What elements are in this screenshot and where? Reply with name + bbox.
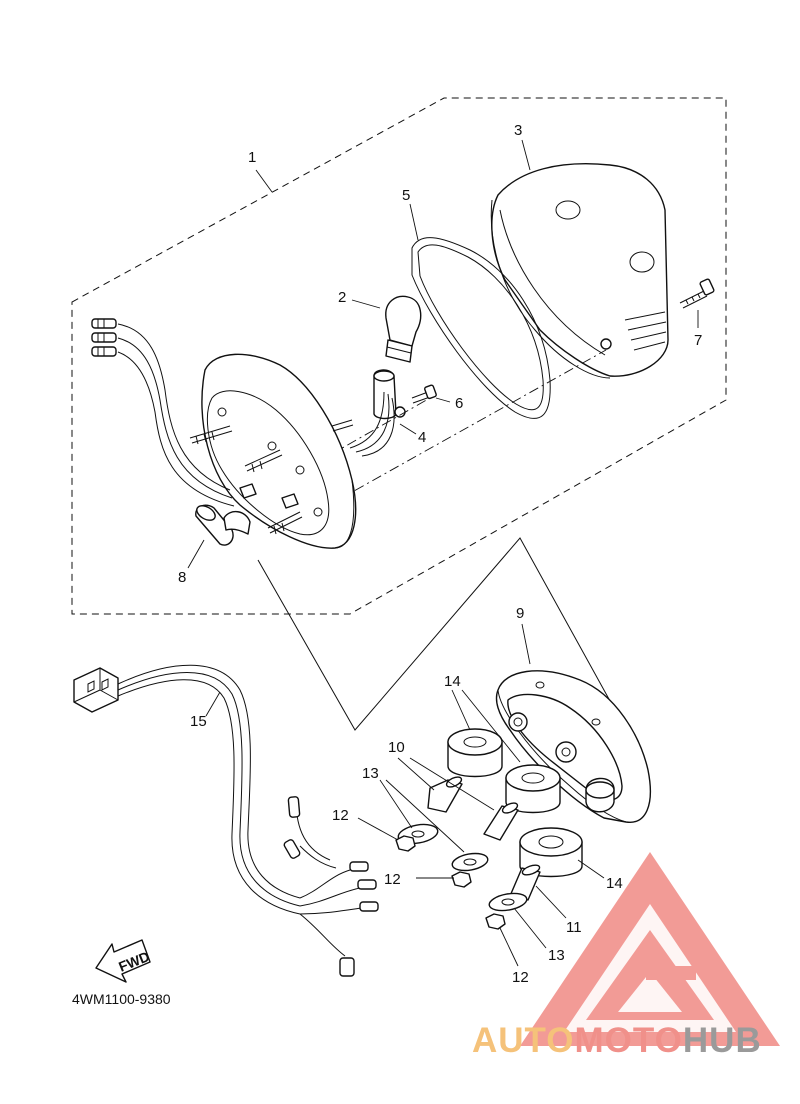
socket-screw [411, 384, 437, 404]
lens-screw [679, 278, 715, 309]
callout-13b: 13 [548, 947, 565, 964]
callout-7: 7 [694, 332, 702, 349]
assembly-boundary [71, 97, 727, 615]
watermark-moto: MOTO [575, 1021, 683, 1060]
automotohub-logo [520, 852, 780, 1046]
callout-11: 11 [566, 919, 582, 936]
callout-6: 6 [455, 395, 463, 412]
watermark-hub: HUB [683, 1021, 762, 1060]
tail-light-housing [189, 353, 357, 549]
gasket [411, 237, 551, 419]
lens [490, 163, 669, 379]
part-code: 4WM1100-9380 [72, 991, 171, 1007]
callout-12a: 12 [332, 807, 349, 824]
callout-4: 4 [418, 429, 426, 446]
callout-1: 1 [248, 149, 256, 166]
callout-2: 2 [338, 289, 346, 306]
collars [427, 776, 541, 901]
wire-grommet [195, 504, 251, 546]
callout-3: 3 [514, 122, 522, 139]
callout-8: 8 [178, 569, 186, 586]
callout-14b: 14 [606, 875, 623, 892]
bulb [385, 295, 422, 363]
leader-lines [187, 139, 699, 967]
base-housing [495, 670, 652, 823]
washers [397, 823, 528, 912]
callout-9: 9 [516, 605, 524, 622]
callout-15: 15 [190, 713, 207, 730]
callout-5: 5 [402, 187, 410, 204]
callout-12b: 12 [384, 871, 401, 888]
socket-cord [349, 369, 406, 457]
housing-to-base-leader [257, 537, 637, 749]
watermark-auto: AUTO [472, 1021, 575, 1060]
fwd-arrow-icon: FWD [95, 939, 152, 983]
wire-harness [73, 664, 379, 977]
watermark-brand: AUTOMOTOHUB [472, 1021, 762, 1060]
callout-14a: 14 [444, 673, 461, 690]
callout-10: 10 [388, 739, 405, 756]
callout-13a: 13 [362, 765, 379, 782]
housing-wires [91, 318, 235, 507]
nuts [395, 835, 506, 930]
callout-12c: 12 [512, 969, 529, 986]
